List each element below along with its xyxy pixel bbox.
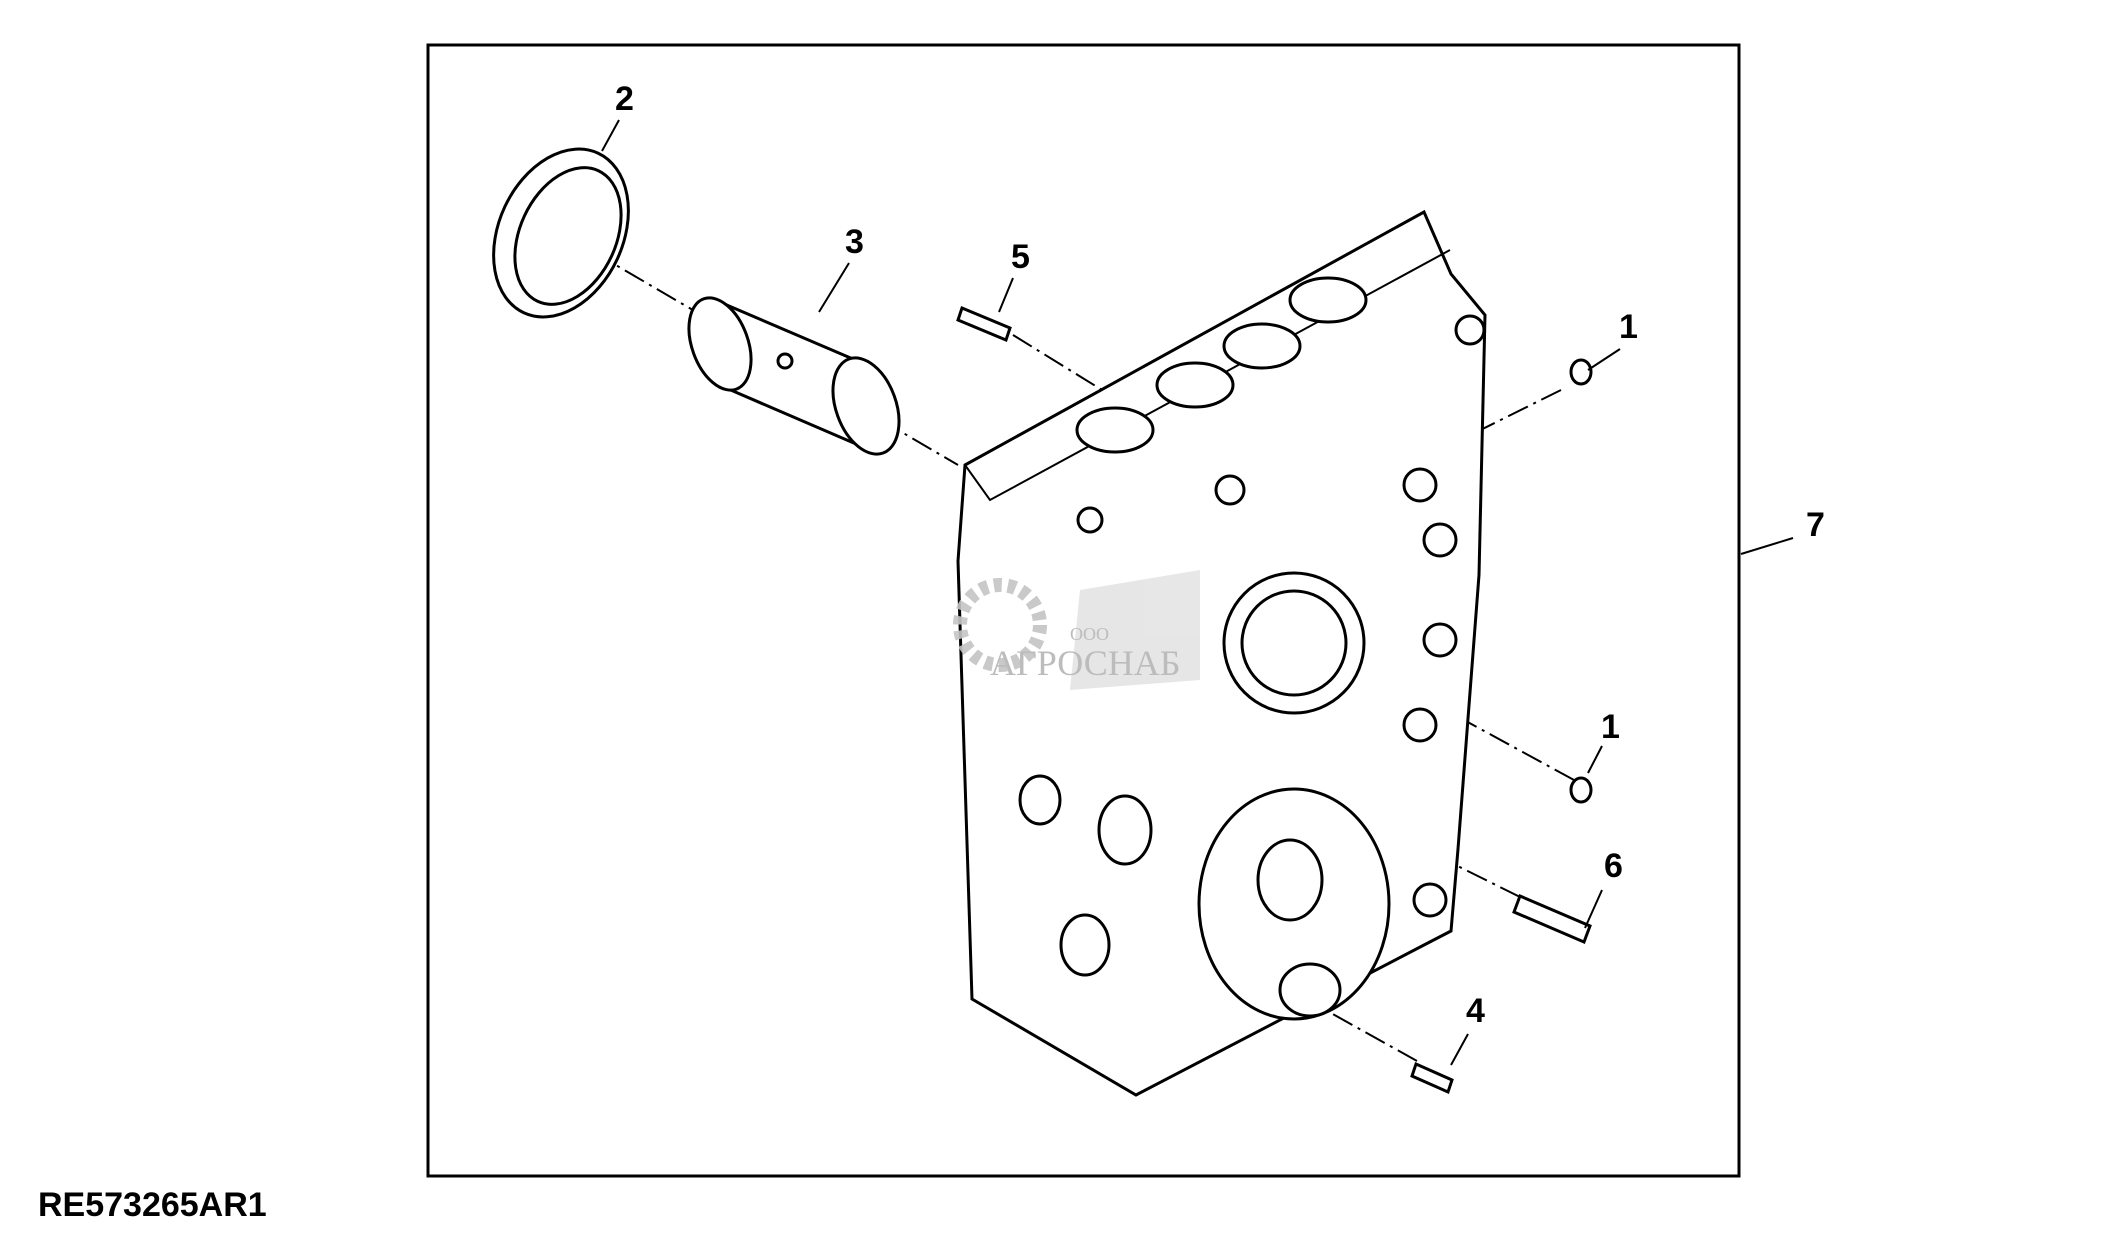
callout-1-lower: 1: [1601, 708, 1620, 746]
callout-5: 5: [1011, 238, 1030, 276]
watermark-name: АГРОСНАБ: [990, 643, 1180, 683]
callout-3: 3: [845, 223, 864, 261]
watermark-logo: ООО АГРОСНАБ: [953, 570, 1200, 690]
callout-6: 6: [1604, 847, 1623, 885]
callout-2: 2: [615, 80, 634, 118]
pin-part-4: [1410, 1061, 1454, 1095]
callout-4: 4: [1466, 992, 1485, 1030]
plug-part-1-lower: [1569, 776, 1593, 804]
valve-housing-part-7: [956, 209, 1487, 1097]
callout-7: 7: [1806, 506, 1825, 544]
seal-ring-part-2: [492, 147, 630, 319]
figure-reference-code: RE573265AR1: [38, 1186, 267, 1224]
callout-leaders: [601, 119, 1794, 1066]
plug-part-1-upper: [1569, 358, 1593, 386]
pin-part-6: [1512, 894, 1592, 944]
pin-part-5: [956, 305, 1012, 343]
sleeve-part-3: [687, 296, 901, 456]
watermark-prefix: ООО: [1070, 624, 1109, 644]
diagram-frame: [426, 43, 1741, 1178]
callout-1-upper: 1: [1619, 308, 1638, 346]
